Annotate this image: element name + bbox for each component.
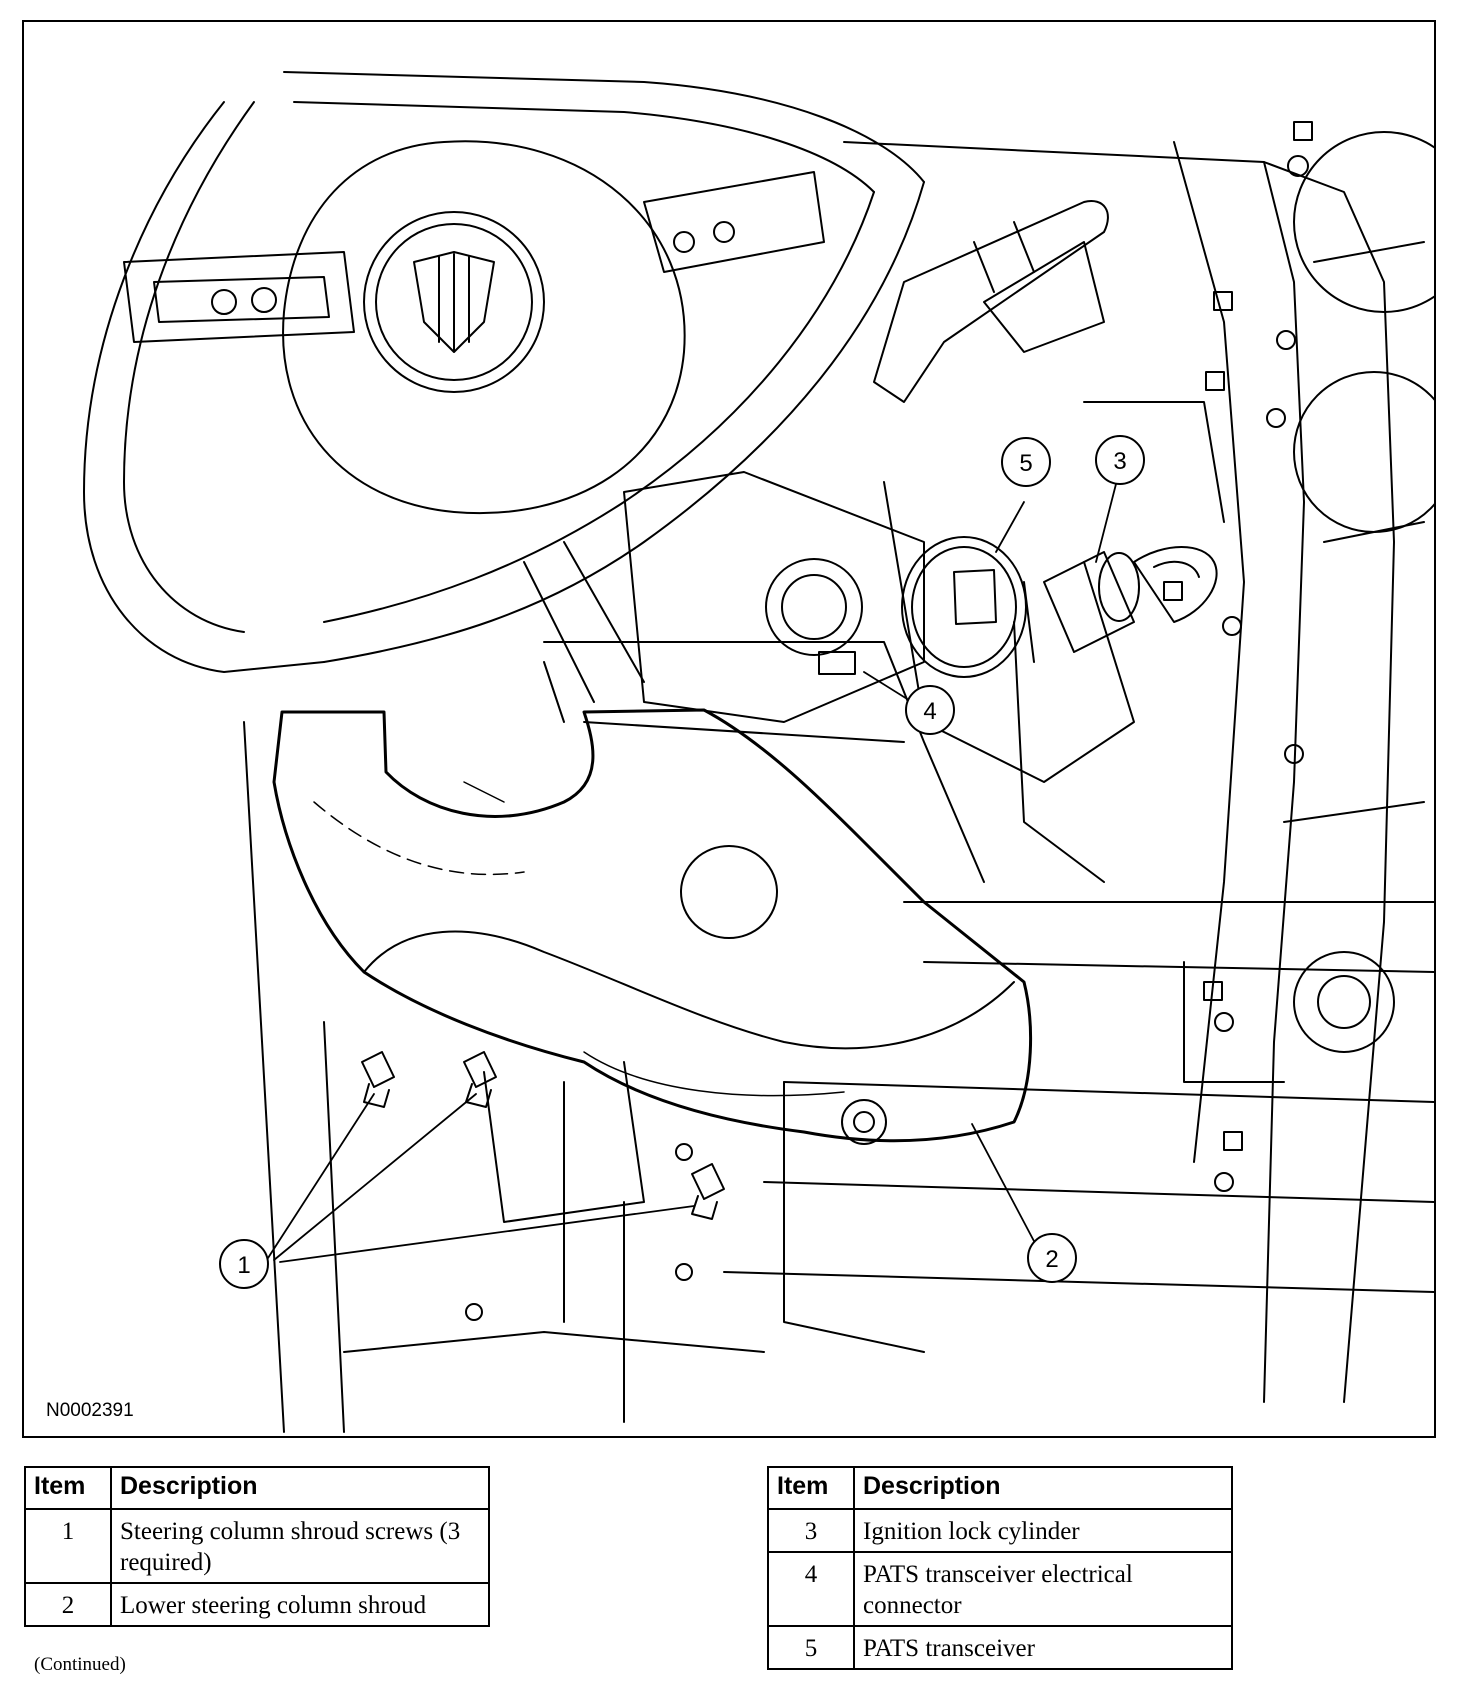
figure-frame: 1 2 3 4 5 N0002391 [22, 20, 1436, 1438]
header-item: Item [24, 1466, 112, 1510]
legend-item-number: 2 [24, 1582, 112, 1627]
figure-id: N0002391 [46, 1400, 134, 1421]
legend-item-description: Ignition lock cylinder [853, 1508, 1233, 1553]
legend-header-row: Item Description [767, 1466, 1233, 1510]
legend-row: 4 PATS transceiver electrical connector [767, 1551, 1233, 1627]
turn-signal-stalk [873, 200, 1109, 403]
shroud-screws [361, 1051, 725, 1220]
callout-5-label: 5 [1019, 450, 1032, 477]
ignition-lock-cylinder [1043, 546, 1218, 653]
legend-item-number: 1 [24, 1508, 112, 1584]
callout-1-label: 1 [237, 1252, 250, 1279]
legend-row: 3 Ignition lock cylinder [767, 1508, 1233, 1553]
legend-row: 2 Lower steering column shroud [24, 1582, 490, 1627]
legend-item-description: Steering column shroud screws (3 require… [110, 1508, 490, 1584]
legend-item-number: 5 [767, 1625, 855, 1670]
callout-3-label: 3 [1113, 448, 1126, 475]
steering-wheel [83, 71, 925, 703]
header-description: Description [853, 1466, 1233, 1510]
legend-header-row: Item Description [24, 1466, 490, 1510]
header-item: Item [767, 1466, 855, 1510]
callout-1: 1 [219, 1239, 269, 1289]
callout-3: 3 [1095, 435, 1145, 485]
leader-lines [267, 483, 1117, 1263]
legend-row: 5 PATS transceiver [767, 1625, 1233, 1670]
steering-column [543, 471, 985, 883]
legend-item-number: 3 [767, 1508, 855, 1553]
dashboard-structure [243, 121, 1434, 1433]
continued-note: (Continued) [34, 1654, 126, 1675]
pats-transceiver [901, 536, 1035, 678]
legend-item-description: PATS transceiver electrical connector [853, 1551, 1233, 1627]
header-description: Description [110, 1466, 490, 1510]
legend-table-left: Item Description 1 Steering column shrou… [24, 1466, 490, 1627]
steering-column-illustration: 1 2 3 4 5 [83, 71, 1434, 1433]
legend-item-description: PATS transceiver [853, 1625, 1233, 1670]
callout-4: 4 [905, 685, 955, 735]
legend-item-number: 4 [767, 1551, 855, 1627]
callout-4-label: 4 [923, 698, 936, 725]
legend-row: 1 Steering column shroud screws (3 requi… [24, 1508, 490, 1584]
callout-5: 5 [1001, 437, 1051, 487]
airbag-module [282, 140, 686, 515]
legend-table-right: Item Description 3 Ignition lock cylinde… [767, 1466, 1233, 1670]
legend-item-description: Lower steering column shroud [110, 1582, 490, 1627]
callout-2-label: 2 [1045, 1246, 1058, 1273]
lower-steering-column-shroud [272, 708, 1033, 1143]
callout-2: 2 [1027, 1233, 1077, 1283]
